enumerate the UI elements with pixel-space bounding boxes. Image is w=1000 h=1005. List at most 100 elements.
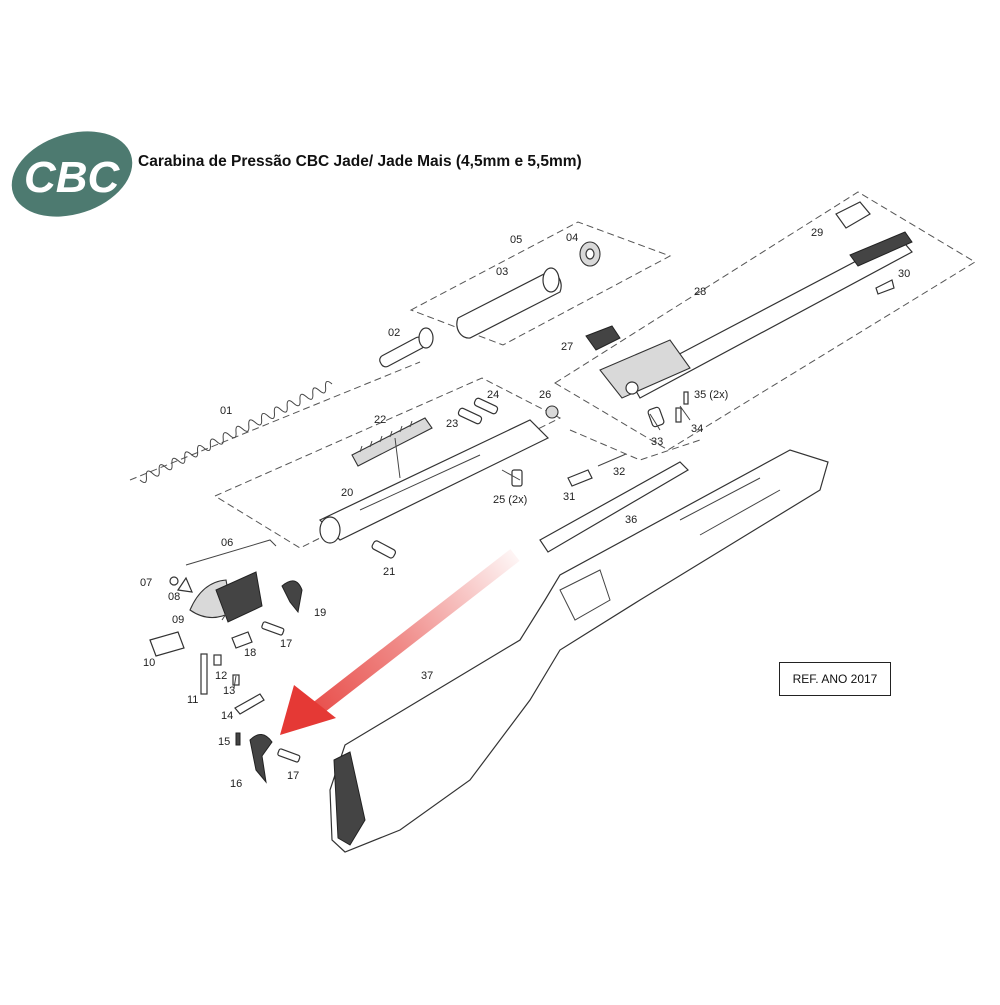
part-01-spring [139,380,333,484]
part-03-piston [456,267,562,339]
label-15: 15 [218,736,230,748]
part-18-link [231,631,253,649]
label-29: 29 [811,227,823,239]
leader-lines [221,405,691,689]
label-03: 03 [496,266,508,278]
label-04: 04 [566,232,578,244]
frame-receiver-group [213,377,562,549]
front-sight-base [849,231,913,267]
logo-text: CBC [24,153,121,202]
label-36: 36 [625,514,637,526]
label-02: 02 [388,327,400,339]
label-27: 27 [561,341,573,353]
part-30-screw [875,279,895,295]
part-10-plate [149,631,185,657]
part-24-pin [473,397,499,415]
part-06-spring-wire [185,539,277,566]
label-19: 19 [314,607,326,619]
barrel-pivot [625,381,639,395]
label-35: 35 (2x) [694,389,728,401]
label-14: 14 [221,710,233,722]
label-32: 32 [613,466,625,478]
cbc-logo: CBC [11,131,133,217]
part-08-lever [176,576,193,593]
part-13-screw [232,674,240,686]
label-17a: 17 [280,638,292,650]
label-30: 30 [898,268,910,280]
label-33: 33 [651,436,663,448]
spring-coil [139,380,333,484]
label-09: 09 [172,614,184,626]
label-23: 23 [446,418,458,430]
label-26: 26 [539,389,551,401]
part-17b-pin [277,748,301,763]
part-36-rod [539,461,689,553]
label-11: 11 [187,694,198,706]
pointer-arrow [280,549,520,735]
part-07-screw [169,576,179,586]
guide-head [418,327,434,349]
label-34: 34 [691,423,703,435]
rail-teeth [359,420,413,453]
stock-buttpad [333,751,366,846]
label-20: 20 [341,487,353,499]
part-labels: 01 02 03 04 05 06 07 08 09 10 11 12 13 1… [140,227,910,790]
part-02-guide [379,327,434,368]
label-08: 08 [168,591,180,603]
label-16: 16 [230,778,242,790]
label-18: 18 [244,647,256,659]
part-27-rear-sight [585,325,621,351]
label-12: 12 [215,670,227,682]
stock-forend-lines [679,477,781,536]
label-07: 07 [140,577,152,589]
part-16-trigger [249,734,273,784]
receiver-end [319,516,341,544]
part-19-hammer [281,580,303,614]
piston-end [542,267,560,293]
part-26-washer [545,405,559,419]
label-37: 37 [421,670,433,682]
part-29-front-sight [835,201,871,229]
part-28-barrel [599,231,913,399]
part-17a-pin [261,621,285,636]
reference-box: REF. ANO 2017 [779,662,891,696]
part-35-pin [683,391,689,405]
arrow-head [280,685,336,735]
label-22: 22 [374,414,386,426]
logo-ellipse [11,131,133,217]
rail-body [351,417,433,467]
seal-inner [585,248,595,260]
spring-axis [129,361,421,481]
part-31-latch [567,469,593,487]
frame-link [569,429,701,461]
stock-body [329,449,829,853]
part-12-screw [213,654,222,666]
trigger-housing [215,571,263,623]
part-34-pin [675,407,682,423]
part-32-spring [597,453,627,467]
barrel-block [599,339,691,399]
label-17b: 17 [287,770,299,782]
label-25: 25 (2x) [493,494,527,506]
label-13: 13 [223,685,235,697]
label-24: 24 [487,389,499,401]
part-22-rail [351,417,433,467]
part-14-sear [234,693,265,715]
stock-trigger-slot [559,569,611,621]
part-21-pin [371,540,397,559]
receiver-slot [359,454,481,511]
arrow-shaft [313,549,520,714]
part-37-stock [329,449,829,853]
label-01: 01 [220,405,232,417]
part-23-pin [457,407,483,425]
label-21: 21 [383,566,395,578]
page-title: Carabina de Pressão CBC Jade/ Jade Mais … [138,153,582,170]
part-11-pin [200,653,208,695]
part-20-receiver [318,419,550,544]
reference-text: REF. ANO 2017 [792,672,878,686]
label-28: 28 [694,286,706,298]
label-10: 10 [143,657,155,669]
label-05: 05 [510,234,522,246]
